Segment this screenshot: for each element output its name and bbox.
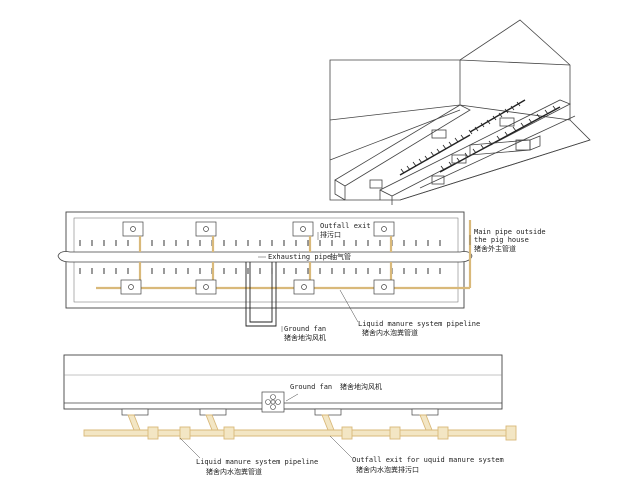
section-outfall-label-cn: 猪舍内水泡粪排污口 <box>356 465 419 474</box>
section-liquid-pipeline-label-en: Liquid manure system pipeline <box>196 458 318 466</box>
section-liquid-pipeline-label-cn: 猪舍内水泡粪管道 <box>206 467 262 476</box>
liquid-manure-pipe-section <box>83 414 517 441</box>
ground-fan-icon <box>261 391 285 413</box>
main-pipe-label-cn: 猪舍外主管道 <box>474 244 516 253</box>
house-wireframe <box>329 19 591 201</box>
trench-channel-left <box>334 104 471 201</box>
outfall-boxes-top <box>122 221 395 237</box>
section-ground-fan-label-en: Ground fan <box>290 383 332 391</box>
plan-view: Outfall exit 排污口 Exhausting pipe 抽气管 Mai… <box>57 211 546 342</box>
exhaust-duct-3d <box>469 135 541 156</box>
liquid-pipeline-label-en: Liquid manure system pipeline <box>358 320 480 328</box>
liquid-pipeline-label-cn: 猪舍内水泡粪管道 <box>362 328 418 337</box>
liquid-manure-pipe-plan <box>96 220 472 290</box>
outfall-boxes-bottom <box>120 279 395 295</box>
ground-fan-label-cn: 猪舍地沟风机 <box>284 333 326 342</box>
slat-row-top <box>79 240 441 246</box>
exhausting-pipe-label-en: Exhausting pipe <box>268 253 331 261</box>
main-pipe-label-en-2: the pig house <box>474 236 529 244</box>
outfall-exit-label-en: Outfall exit <box>320 222 371 230</box>
slat-strip-1 <box>399 99 526 176</box>
ground-fan-duct <box>245 262 277 327</box>
section-view: Ground fan 猪舍地沟风机 Liquid manure system p… <box>63 354 517 476</box>
section-ground-fan-label-cn: 猪舍地沟风机 <box>340 382 382 391</box>
trench-floor <box>399 115 591 201</box>
exhausting-pipe-label-cn: 抽气管 <box>330 252 351 261</box>
outfall-exit-label-cn: 排污口 <box>320 230 341 239</box>
section-outfall-label-en: Outfall exit for uquid manure system <box>352 456 504 464</box>
slat-row-bottom <box>79 268 441 274</box>
perspective-view <box>329 19 591 205</box>
ground-fan-label-en: Ground fan <box>284 325 326 333</box>
trench-channel-right <box>379 99 571 205</box>
outfall-boxes-3d <box>369 117 531 189</box>
main-pipe-label-en-1: Main pipe outside <box>474 228 546 236</box>
